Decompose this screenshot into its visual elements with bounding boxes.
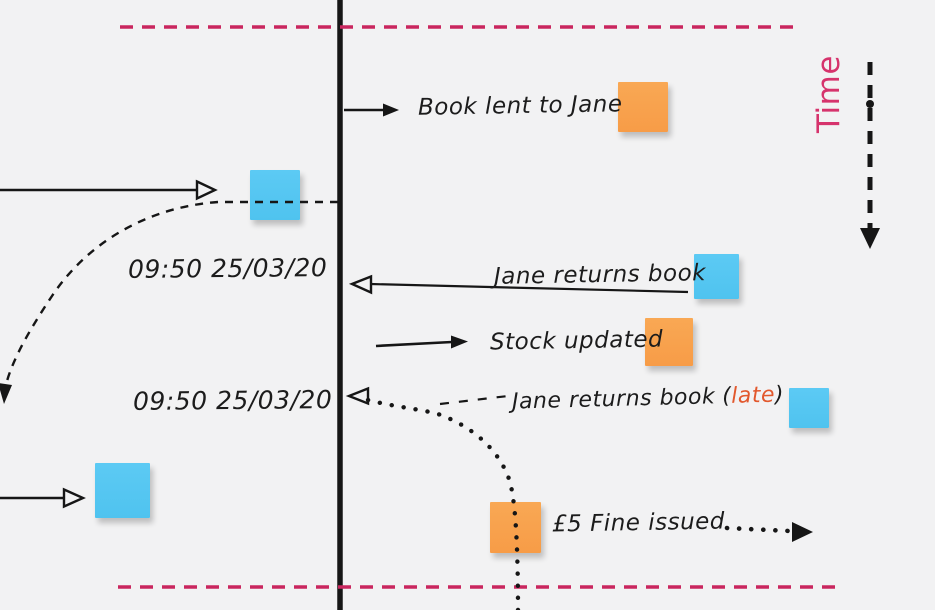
timestamp-first-return[interactable]: 09:50 25/03/20 xyxy=(127,253,328,284)
event-label-book-lent[interactable]: Book lent to Jane xyxy=(417,91,623,121)
sticky-note-blue-incoming[interactable] xyxy=(250,170,300,220)
dashed-curve-connector xyxy=(0,200,338,404)
arrowhead-down-icon xyxy=(0,383,12,404)
timestamp-late-return[interactable]: 09:50 25/03/20 xyxy=(132,385,333,416)
event-label-text: Jane returns book xyxy=(511,384,716,415)
flow-arrow-book-lent xyxy=(344,103,399,117)
sticky-note-blue-returns-late[interactable] xyxy=(789,388,829,428)
paren-close: ) xyxy=(774,382,785,408)
open-arrowhead-right-icon xyxy=(195,179,218,201)
event-label-jane-returns-late[interactable]: Jane returns book(late) xyxy=(512,382,785,414)
sticky-note-blue-jane-returns[interactable] xyxy=(694,254,739,299)
event-label-stock-updated[interactable]: Stock updated xyxy=(489,326,664,356)
time-axis-label[interactable]: Time xyxy=(811,55,847,133)
open-arrowhead-left-icon xyxy=(348,274,373,295)
late-word: late xyxy=(730,382,776,409)
sticky-note-orange-stock[interactable] xyxy=(645,318,693,366)
arrowhead-down-icon xyxy=(860,228,880,249)
sticky-note-blue-bottom-left[interactable] xyxy=(95,463,150,518)
arrowhead-right-icon xyxy=(383,103,399,117)
event-label-jane-returns[interactable]: Jane returns book xyxy=(493,260,707,290)
open-arrowhead-right-icon xyxy=(62,487,86,509)
event-label-fine-issued[interactable]: £5 Fine issued xyxy=(551,508,726,538)
sticky-note-orange-book-lent[interactable] xyxy=(618,82,668,132)
arrowhead-right-icon xyxy=(792,522,813,542)
time-direction-arrow xyxy=(860,62,880,249)
incoming-arrow-top-left xyxy=(0,179,218,201)
open-arrowhead-left-icon xyxy=(345,386,370,406)
flow-arrow-stock-updated xyxy=(375,335,468,349)
dotted-fine-arrow xyxy=(724,522,813,542)
arrowhead-right-icon xyxy=(451,335,468,349)
sticky-note-orange-fine[interactable] xyxy=(490,502,541,553)
dotted-late-return-connector xyxy=(345,386,521,610)
incoming-arrow-bottom-left xyxy=(0,487,86,509)
